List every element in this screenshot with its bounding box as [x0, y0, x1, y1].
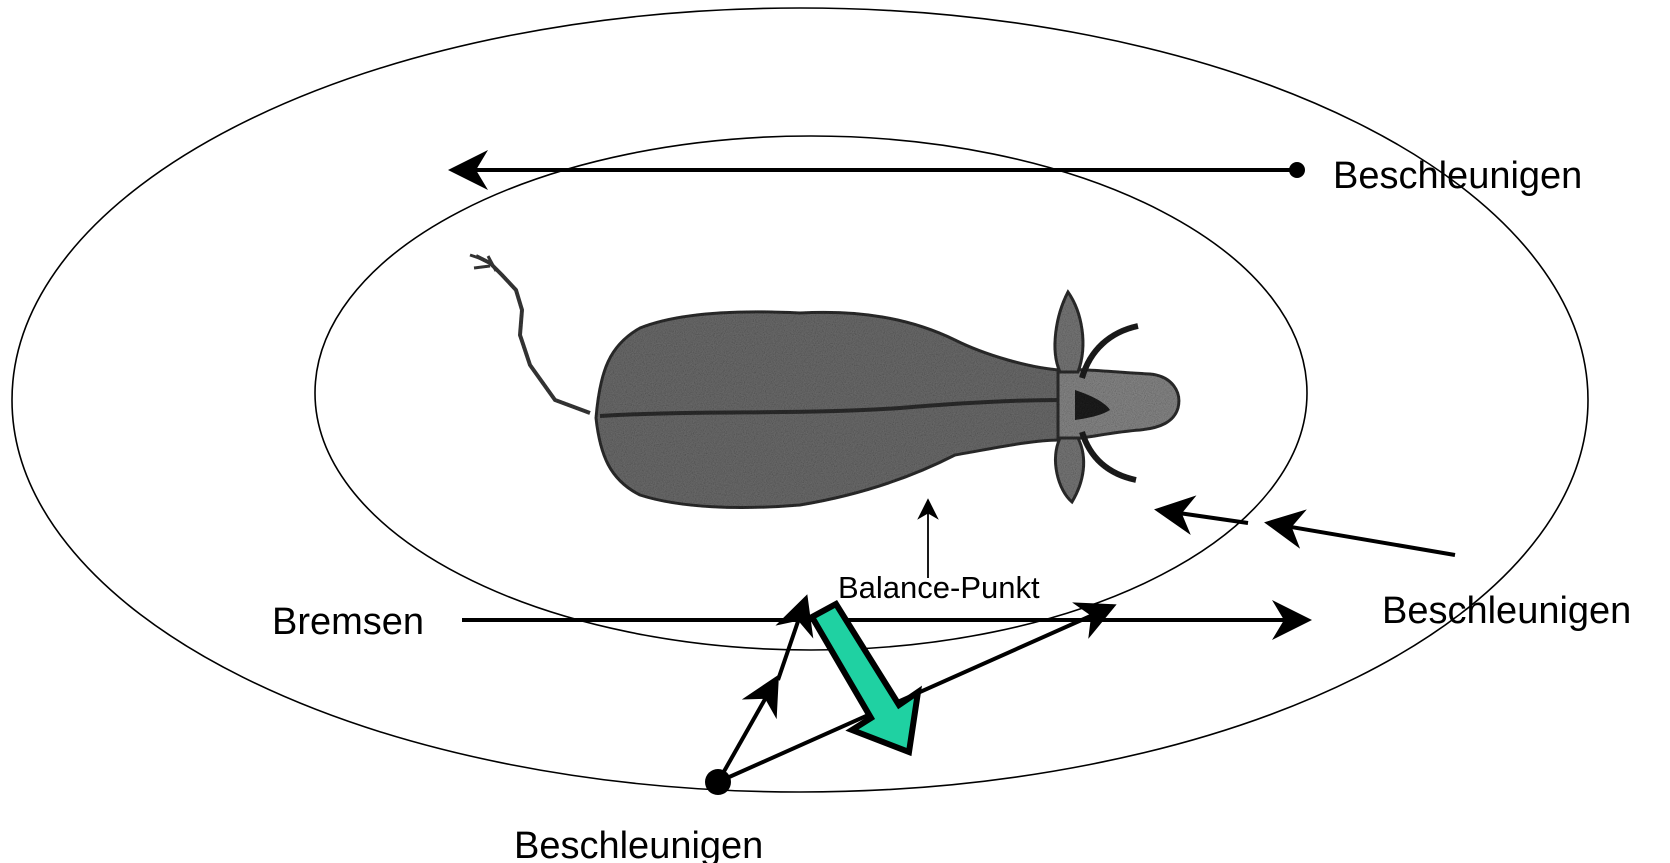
approach-arrow-short-2 [778, 598, 806, 680]
label-beschleunigen-right: Beschleunigen [1382, 590, 1631, 632]
approach-arrow-short-1 [718, 678, 777, 782]
label-balance-punkt: Balance-Punkt [838, 570, 1040, 605]
top-arrow-start-dot [1289, 162, 1305, 178]
label-beschleunigen-bottom: Beschleunigen [514, 825, 763, 863]
bottom-start-dot [705, 769, 731, 795]
cow-topview-illustration [470, 255, 1179, 508]
label-beschleunigen-top: Beschleunigen [1333, 155, 1582, 197]
right-accelerate-arrow-inner [1158, 510, 1248, 523]
label-bremsen: Bremsen [272, 601, 424, 643]
right-accelerate-arrow-outer [1268, 523, 1455, 555]
green-direction-arrow [812, 604, 918, 752]
